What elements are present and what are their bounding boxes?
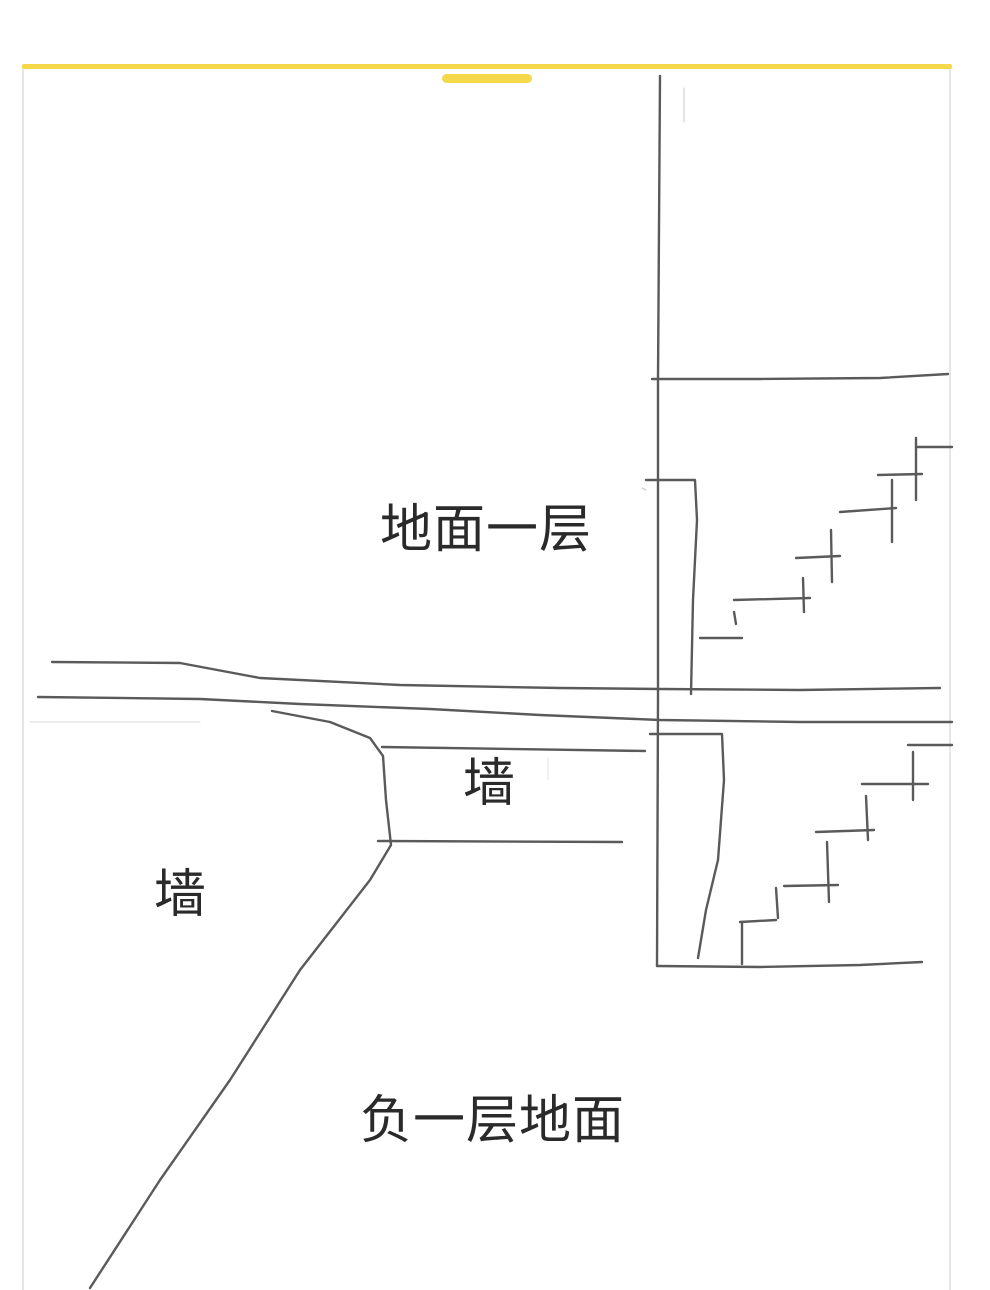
upper-stair-2 [732, 596, 812, 602]
floor-slab-lower-line [36, 695, 954, 724]
ground-floor-label: 地面一层 [380, 500, 593, 560]
upper-stair-3 [732, 610, 738, 626]
lower-stair-7 [864, 794, 870, 842]
upper-stair-5 [794, 554, 842, 560]
upper-stair-7 [838, 506, 898, 514]
wall-left-label: 墙 [154, 865, 208, 925]
ground-floor-line [50, 660, 942, 692]
wall-center-label: 墙 [463, 754, 517, 814]
basement-floor-label: 负一层地面 [360, 1091, 626, 1151]
lower-stair-3 [774, 886, 780, 920]
lower-stair-2 [738, 918, 778, 924]
upper-stair-6 [829, 528, 834, 584]
upper-right-rail [650, 372, 950, 381]
lower-stair-5 [825, 840, 831, 904]
frame-left-edge [22, 69, 24, 1290]
upper-stair-9 [876, 472, 924, 477]
upper-stair-4 [801, 576, 806, 614]
drag-handle[interactable] [442, 74, 532, 83]
lower-stair-4 [782, 883, 840, 888]
wall-outline [88, 709, 393, 1290]
lower-floor-line [655, 960, 924, 969]
lower-post-bracket [648, 732, 726, 960]
wall-block-bottom [376, 839, 624, 844]
main-vertical-post [655, 74, 662, 968]
upper-post-bracket [644, 478, 699, 696]
frame-right-edge [949, 69, 951, 1290]
lower-stair-6 [814, 828, 876, 834]
top-accent-bar [22, 64, 952, 69]
faint-mark [641, 487, 647, 491]
wall-block-top [380, 745, 647, 753]
